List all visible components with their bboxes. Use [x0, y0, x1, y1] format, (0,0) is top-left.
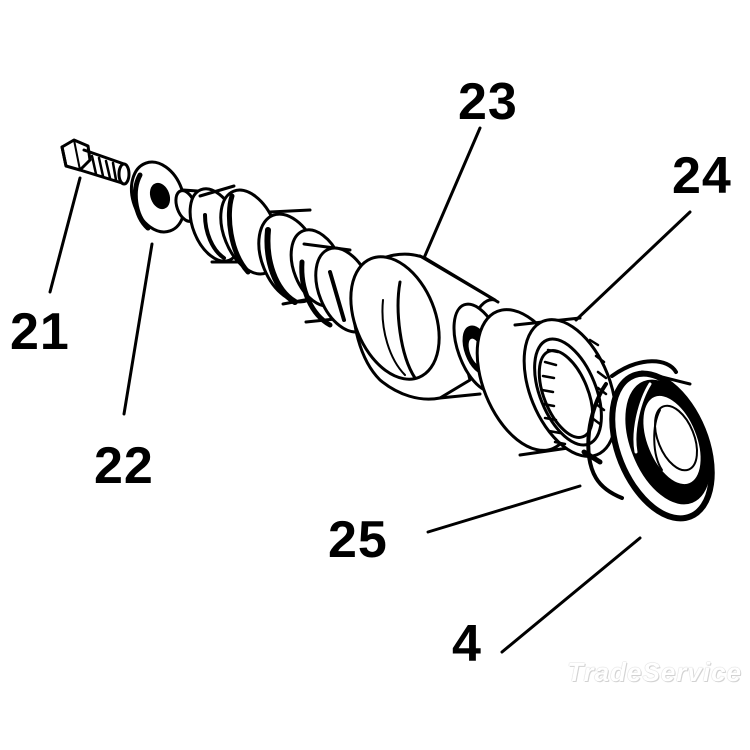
callout-22: 22 [94, 437, 154, 495]
callout-25: 25 [328, 511, 388, 569]
callout-23: 23 [458, 73, 518, 131]
leader-23 [422, 126, 482, 260]
bearing-part [475, 308, 618, 458]
bolt-part [60, 138, 131, 186]
leader-4 [500, 536, 642, 654]
callout-24: 24 [672, 147, 732, 205]
seal-part [609, 370, 715, 522]
leader-22 [122, 242, 154, 416]
washer-part [129, 160, 187, 234]
snap-ring-part [581, 359, 678, 500]
callout-4: 4 [452, 615, 482, 673]
shaft-part [174, 184, 508, 401]
leader-lines [48, 126, 692, 654]
leader-21 [48, 176, 82, 294]
leader-25 [426, 484, 582, 534]
leader-24 [574, 210, 692, 322]
watermark-logo: TradeService [567, 657, 742, 687]
callout-21: 21 [10, 303, 70, 361]
